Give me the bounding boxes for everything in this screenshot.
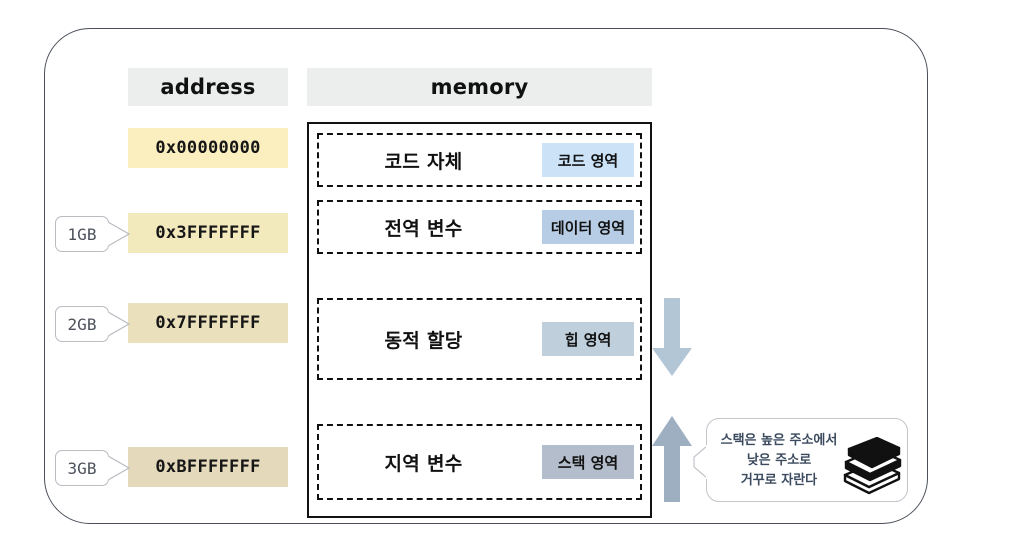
region-tag-code: 코드 영역	[542, 143, 634, 177]
memory-region-data: 전역 변수 데이터 영역	[317, 200, 642, 254]
size-marker-3gb: 3GB	[55, 450, 131, 486]
stack-direction-callout: 스택은 높은 주소에서 낮은 주소로 거꾸로 자란다	[693, 418, 908, 502]
region-name-code: 코드 자체	[384, 150, 463, 173]
address-value-2: 0x7FFFFFFF	[128, 303, 288, 343]
column-header-address: address	[128, 68, 288, 106]
region-tag-data: 데이터 영역	[542, 210, 634, 244]
memory-region-stack: 지역 변수 스택 영역	[317, 424, 642, 500]
address-value-3: 0xBFFFFFFF	[128, 447, 288, 487]
callout-tail-icon	[693, 445, 708, 479]
region-name-stack: 지역 변수	[384, 452, 463, 475]
callout-tail-icon	[107, 455, 131, 481]
size-marker-1gb: 1GB	[55, 216, 131, 252]
stack-growth-up-arrow-icon	[652, 416, 692, 502]
region-name-heap: 동적 할당	[384, 329, 463, 352]
heap-growth-down-arrow-icon	[652, 298, 692, 376]
region-name-data: 전역 변수	[384, 217, 463, 240]
callout-line-2: 낮은 주소로	[746, 452, 812, 468]
callout-tail-icon	[107, 311, 131, 337]
address-value-1: 0x3FFFFFFF	[128, 213, 288, 253]
region-tag-heap: 힙 영역	[542, 322, 634, 356]
callout-text-block: 스택은 높은 주소에서 낮은 주소로 거꾸로 자란다	[717, 431, 841, 490]
size-marker-label: 3GB	[67, 458, 97, 478]
books-icon	[843, 437, 902, 495]
callout-tail-icon	[107, 221, 131, 247]
memory-region-code: 코드 자체 코드 영역	[317, 133, 642, 187]
callout-line-1: 스택은 높은 주소에서	[720, 433, 838, 448]
address-value-0: 0x00000000	[128, 128, 288, 168]
size-marker-2gb: 2GB	[55, 306, 131, 342]
size-marker-label: 2GB	[67, 314, 97, 334]
size-marker-label: 1GB	[67, 224, 97, 244]
memory-region-heap: 동적 할당 힙 영역	[317, 298, 642, 380]
column-header-memory: memory	[307, 68, 652, 106]
region-tag-stack: 스택 영역	[542, 445, 634, 479]
callout-line-3: 거꾸로 자란다	[740, 472, 818, 488]
